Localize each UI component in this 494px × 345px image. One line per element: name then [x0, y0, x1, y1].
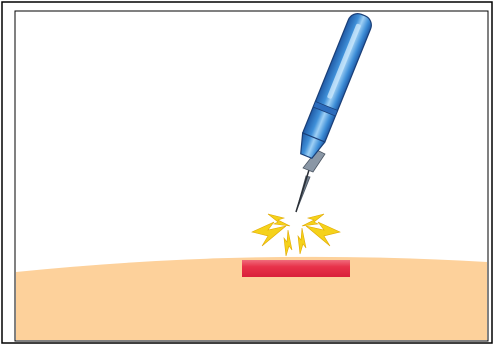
burn-mark-icon	[242, 260, 350, 277]
